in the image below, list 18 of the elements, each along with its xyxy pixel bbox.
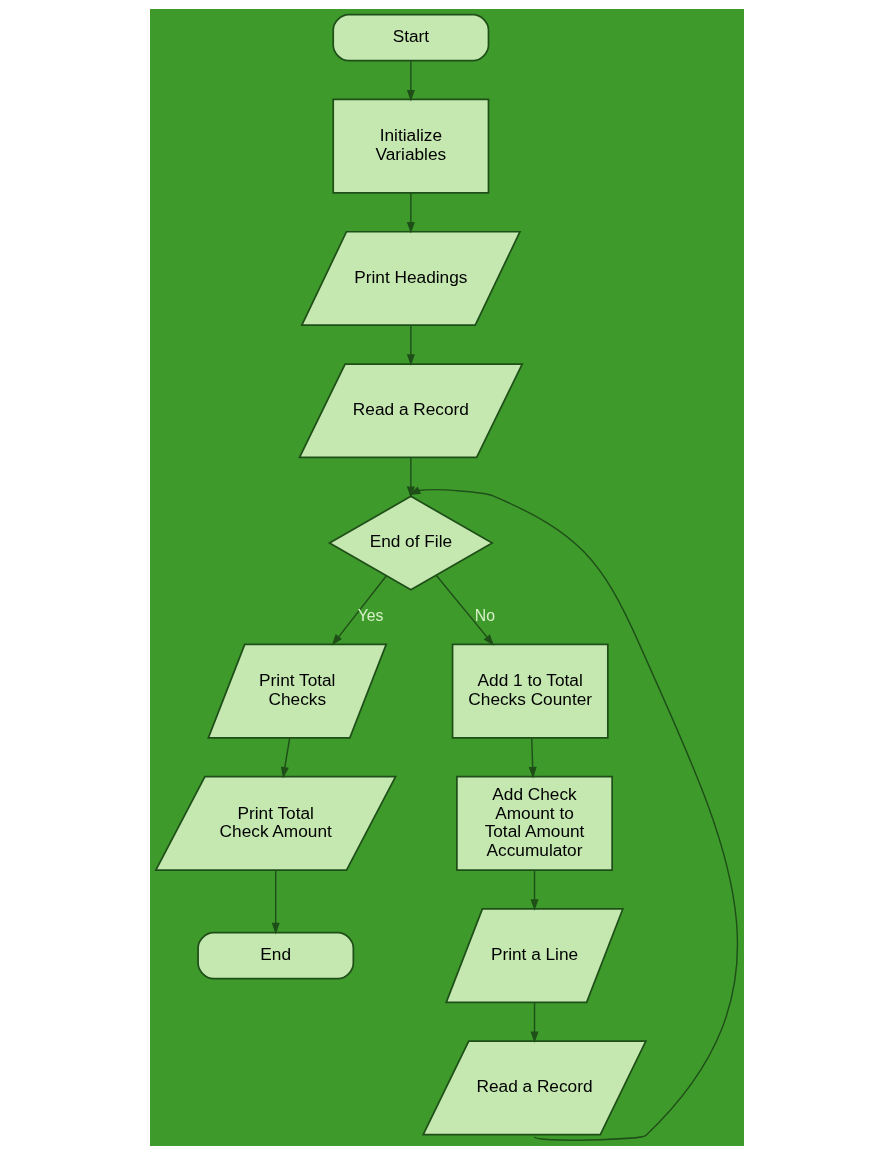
edge-label: No (474, 607, 496, 625)
arrow (280, 737, 291, 779)
node-box: Initialize Variables (332, 98, 490, 194)
arrow (271, 869, 280, 935)
arrow (530, 869, 539, 911)
arrow (406, 60, 415, 102)
arrow (406, 324, 415, 366)
node-box: Add Check Amount to Total Amount Accumulator (456, 775, 613, 871)
arrow (406, 192, 415, 234)
edge-label: Yes (357, 607, 384, 625)
node-diamond: End of File (327, 495, 494, 591)
arrow (435, 574, 495, 646)
arrow (530, 1002, 539, 1044)
node-box: Add 1 to Total Checks Counter (451, 643, 609, 739)
node-box: Start (332, 13, 490, 62)
node-box: End (197, 931, 355, 980)
arrow (331, 575, 387, 646)
arrow (528, 737, 537, 779)
